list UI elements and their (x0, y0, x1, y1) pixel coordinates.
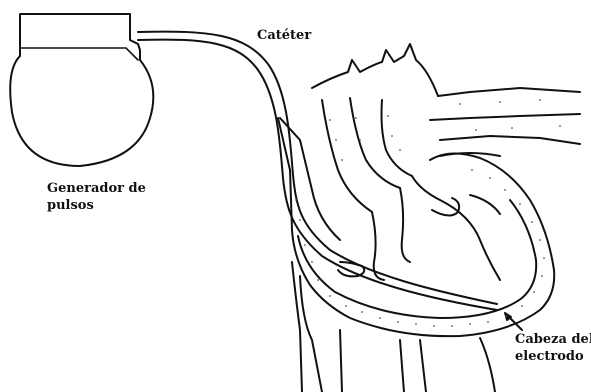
catheter-label: Catéter (257, 27, 311, 44)
pulse-generator-label-line1: Generador de (47, 180, 146, 197)
heart-outline (278, 118, 554, 336)
electrode-head-label-line2: electrodo (515, 348, 591, 365)
electrode-head-label: Cabeza del electrodo (515, 331, 591, 365)
heart-chambers (338, 176, 500, 280)
great-vessels (312, 44, 580, 212)
pulse-generator-label: Generador de pulsos (47, 180, 146, 214)
pulse-generator-label-line2: pulsos (47, 197, 146, 214)
catheter-label-text: Catéter (257, 27, 311, 44)
catheter-lead (138, 32, 497, 310)
pulse-generator-icon (10, 14, 153, 166)
electrode-head-label-line1: Cabeza del (515, 331, 591, 348)
